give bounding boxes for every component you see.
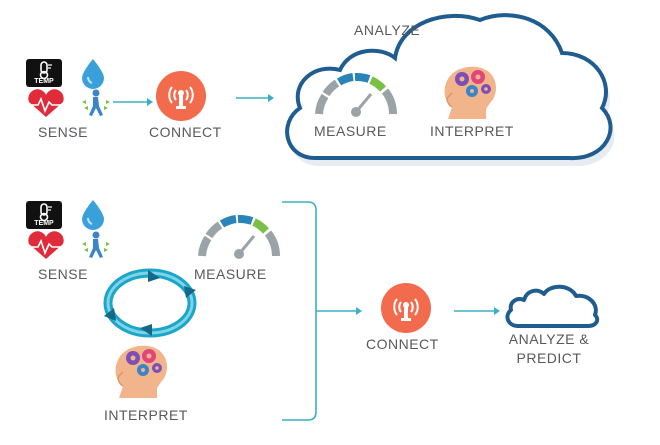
sense-label-top: SENSE: [38, 124, 88, 140]
wifi-tower-icon: [381, 283, 431, 333]
connect-label-bottom: CONNECT: [366, 336, 439, 352]
temp-icon-top: TEMP: [26, 59, 62, 87]
water-drop-icon: [82, 200, 104, 230]
gauge-icon-top: [315, 72, 398, 117]
arrow-bracket-connect: [316, 307, 362, 315]
cloud-icon-small: [505, 284, 600, 328]
arrow-sense-connect-top: [113, 98, 153, 106]
brain-gears-icon-top: [444, 66, 496, 119]
temp-icon-bottom: TEMP: [26, 201, 62, 229]
brain-gears-icon-bottom: [115, 345, 167, 398]
thermometer-icon: [26, 201, 62, 229]
heart-pulse-icon: [26, 89, 66, 117]
temp-icon-text: TEMP: [34, 220, 54, 227]
interpret-label-top: INTERPRET: [430, 123, 514, 139]
connect-label-top: CONNECT: [149, 124, 222, 140]
water-drop-icon: [82, 59, 104, 89]
walking-person-icon: [82, 231, 110, 258]
temp-icon-text: TEMP: [34, 78, 54, 85]
arrow-connect-cloud-top: [236, 94, 274, 102]
gauge-icon-bottom: [198, 214, 281, 259]
sense-label-bottom: SENSE: [38, 266, 88, 282]
measure-label-bottom: MEASURE: [194, 266, 267, 282]
thermometer-icon: [26, 59, 62, 87]
heart-pulse-icon: [26, 231, 66, 259]
analyze-predict-line1: ANALYZE &: [508, 331, 590, 347]
measure-label-top: MEASURE: [314, 123, 387, 139]
cycle-arrows-icon: [103, 268, 197, 338]
wifi-tower-icon: [156, 71, 206, 121]
analyze-label-top: ANALYZE: [354, 22, 421, 38]
interpret-label-bottom: INTERPRET: [104, 407, 188, 423]
analyze-predict-line2: PREDICT: [516, 350, 582, 366]
arrow-connect-cloud-bottom: [454, 307, 500, 315]
walking-person-icon: [82, 89, 110, 116]
analyze-predict-label: ANALYZE & PREDICT: [494, 330, 604, 368]
grouping-bracket: [282, 201, 317, 421]
